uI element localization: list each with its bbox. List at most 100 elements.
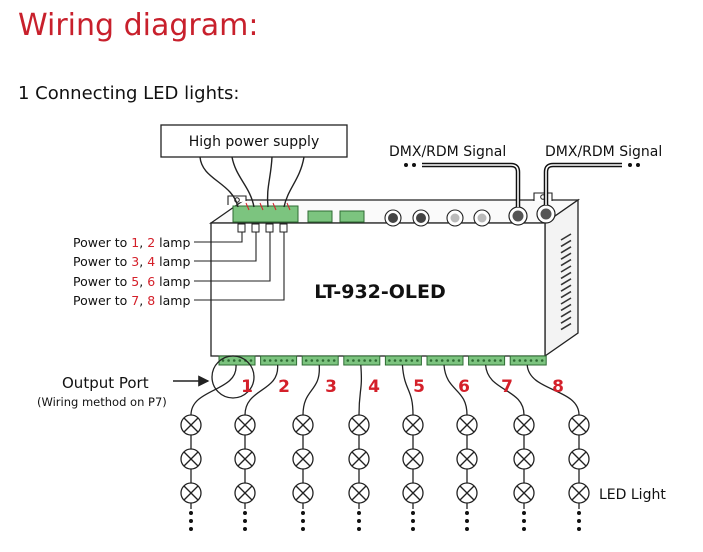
power-label-2: Power to 3, 4 lamp [73, 254, 190, 269]
output-terminal-7 [468, 355, 506, 366]
channel-number: 2 [278, 377, 290, 397]
power-input-terminal [232, 205, 299, 223]
channel-number: 7 [501, 377, 513, 397]
led-lamp-icon [402, 414, 424, 436]
output-terminal-6 [426, 355, 464, 366]
continuation-dots [243, 511, 247, 531]
continuation-dots [189, 511, 193, 531]
power-label-3: Power to 5, 6 lamp [73, 274, 190, 289]
led-lamp-icon [234, 414, 256, 436]
continuation-dots [465, 511, 469, 531]
dmx-out-label: DMX/RDM Signal [545, 144, 662, 160]
power-supply-box [160, 124, 348, 158]
continuation-dots [301, 511, 305, 531]
led-lamp-icon [456, 482, 478, 504]
channel-number: 6 [458, 377, 470, 397]
power-wires [199, 156, 305, 208]
channel-wire [358, 364, 363, 416]
led-lamp-icon [348, 448, 370, 470]
power-leader-3 [194, 232, 271, 282]
led-lamp-icon [234, 448, 256, 470]
led-lamp-icon [513, 482, 535, 504]
led-lamp-icon [348, 482, 370, 504]
output-port-highlight [211, 355, 255, 399]
led-lamp-icon [513, 448, 535, 470]
channel-wire [302, 364, 320, 416]
channel-number: 5 [413, 377, 425, 397]
channel-number: 8 [552, 377, 564, 397]
continuation-dots [577, 511, 581, 531]
power-leader-2 [194, 232, 257, 262]
power-leader-4 [194, 232, 285, 301]
channel-number: 4 [368, 377, 380, 397]
page-title: Wiring diagram: [18, 8, 259, 43]
led-lamp-icon [513, 414, 535, 436]
section-title: 1 Connecting LED lights: [18, 83, 240, 104]
device-model-label: LT-932-OLED [314, 281, 446, 303]
output-terminal-4 [343, 355, 381, 366]
led-lamp-icon [180, 448, 202, 470]
led-lamp-icon [402, 448, 424, 470]
channel-number: 1 [241, 377, 253, 397]
device-front-face [210, 222, 546, 357]
channel-2: 2 [234, 364, 290, 531]
terminal-block-b [339, 210, 365, 223]
led-lamp-icon [568, 414, 590, 436]
led-light-label: LED Light [599, 487, 666, 503]
dmx-signal-in-wire [422, 162, 521, 207]
channel-5: 5 [401, 364, 425, 531]
led-lamp-icon [456, 448, 478, 470]
led-lamp-icon [568, 448, 590, 470]
channel-number: 3 [325, 377, 337, 397]
channel-3: 3 [292, 364, 337, 531]
led-lamp-icon [568, 482, 590, 504]
power-label-4: Power to 7, 8 lamp [73, 293, 190, 308]
dmx-in-port [508, 206, 528, 226]
output-terminal-8 [509, 355, 547, 366]
led-lamp-icon [456, 414, 478, 436]
xlr-connector-1 [384, 209, 402, 227]
channel-7: 7 [484, 364, 535, 531]
led-lamp-icon [292, 448, 314, 470]
channel-wire [190, 364, 237, 416]
led-lamp-icon [180, 414, 202, 436]
channel-wire [401, 364, 414, 416]
led-lamp-icon [292, 482, 314, 504]
channel-1: 1 [180, 364, 253, 531]
output-port-note: (Wiring method on P7) [37, 395, 167, 409]
channel-wire [443, 364, 468, 416]
xlr-connector-4 [473, 209, 491, 227]
output-terminals [218, 355, 547, 366]
power-wire-ticks [245, 202, 291, 211]
channel-wire [244, 364, 279, 416]
output-terminal-3 [301, 355, 339, 366]
terminal-block-a [307, 210, 333, 223]
mounting-ear-left [227, 195, 247, 205]
led-lamp-icon [180, 482, 202, 504]
led-lamp-icon [348, 414, 370, 436]
output-terminal-5 [384, 355, 422, 366]
signal-continuation-dots [404, 163, 640, 167]
continuation-dots [411, 511, 415, 531]
channel-4: 4 [348, 364, 380, 531]
led-lamp-icon [292, 414, 314, 436]
output-port-label: Output Port [62, 374, 149, 392]
power-label-1: Power to 1, 2 lamp [73, 235, 190, 250]
power-leader-1 [194, 232, 243, 243]
power-supply-label: High power supply [189, 134, 319, 150]
led-lamp-icon [402, 482, 424, 504]
output-terminal-2 [260, 355, 298, 366]
xlr-connector-3 [446, 209, 464, 227]
continuation-dots [357, 511, 361, 531]
mounting-ear-right [533, 192, 553, 201]
led-lamp-icon [234, 482, 256, 504]
channel-8: 8 [526, 364, 590, 531]
dmx-out-port [536, 204, 556, 224]
channel-6: 6 [443, 364, 478, 531]
channel-wire [484, 364, 525, 416]
side-vent-grille [560, 233, 572, 331]
dmx-in-label: DMX/RDM Signal [389, 144, 506, 160]
led-channels: 1 2 3 4 5 6 7 8 [180, 364, 590, 531]
